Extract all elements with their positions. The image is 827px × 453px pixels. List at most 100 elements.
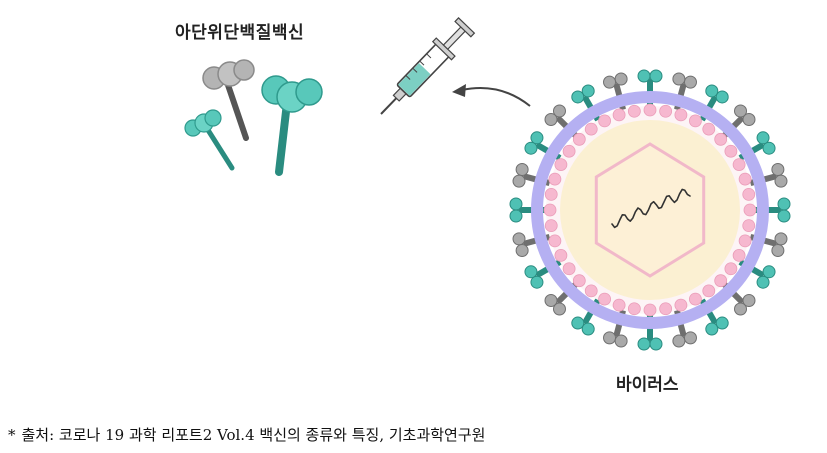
- spike-head: [530, 275, 544, 289]
- spike-head: [734, 302, 748, 316]
- virus-icon: [509, 69, 791, 351]
- membrane-bead: [612, 298, 626, 312]
- membrane-bead: [598, 114, 612, 128]
- spike-head: [515, 243, 529, 257]
- protein-subunit-icon: [184, 59, 323, 176]
- spike-head: [552, 302, 566, 316]
- spike-head: [581, 84, 595, 98]
- membrane-bead: [702, 122, 716, 136]
- membrane-bead: [724, 144, 738, 158]
- membrane-bead: [627, 104, 641, 118]
- spike-head: [571, 90, 585, 104]
- membrane-bead: [732, 248, 746, 262]
- spike-head: [637, 69, 651, 83]
- spike-head: [544, 294, 558, 308]
- spike-head: [734, 104, 748, 118]
- membrane-bead: [554, 158, 568, 172]
- membrane-bead: [548, 234, 562, 248]
- membrane-bead: [714, 132, 728, 146]
- spike-head: [515, 163, 529, 177]
- membrane-bead: [572, 132, 586, 146]
- membrane-bead: [562, 144, 576, 158]
- caption-text: 출처: 코로나 19 과학 리포트2 Vol.4 백신의 종류와 특징, 기초과…: [21, 426, 486, 444]
- membrane-bead: [659, 302, 673, 316]
- spike-head: [683, 75, 697, 89]
- spike-head: [771, 163, 785, 177]
- membrane-bead: [742, 187, 756, 201]
- spike-head: [705, 322, 719, 336]
- spike-head: [552, 104, 566, 118]
- membrane-bead: [674, 298, 688, 312]
- membrane-bead: [643, 103, 657, 117]
- spike-head: [571, 316, 585, 330]
- spike-head: [774, 174, 788, 188]
- spike-head: [742, 112, 756, 126]
- membrane-bead: [659, 104, 673, 118]
- membrane-bead: [688, 114, 702, 128]
- membrane-bead: [738, 172, 752, 186]
- arrow-icon: [452, 84, 531, 107]
- membrane-bead: [732, 158, 746, 172]
- spike-head: [715, 316, 729, 330]
- caption-marker: *: [8, 426, 16, 444]
- membrane-bead: [584, 122, 598, 136]
- spike-head: [777, 197, 791, 211]
- membrane-bead: [572, 274, 586, 288]
- spike-head: [581, 322, 595, 336]
- spike-head: [649, 69, 663, 83]
- spike-head: [742, 294, 756, 308]
- spike-head: [524, 265, 538, 279]
- spike-head: [705, 84, 719, 98]
- rna-icon: [611, 188, 691, 229]
- spike-head: [756, 275, 770, 289]
- spike-head: [512, 232, 526, 246]
- membrane-bead: [598, 292, 612, 306]
- spike-head: [509, 197, 523, 211]
- membrane-bead: [643, 303, 657, 317]
- membrane-bead: [688, 292, 702, 306]
- spike-head: [762, 265, 776, 279]
- spike-head: [774, 232, 788, 246]
- spike-head: [637, 337, 651, 351]
- spike-head: [614, 334, 628, 348]
- spike-head: [524, 141, 538, 155]
- vaccine-label: 아단위단백질백신: [175, 23, 305, 43]
- spike-head: [715, 90, 729, 104]
- membrane-bead: [548, 172, 562, 186]
- membrane-bead: [554, 248, 568, 262]
- membrane-bead: [742, 219, 756, 233]
- membrane-bead: [724, 262, 738, 276]
- source-caption: * 출처: 코로나 19 과학 리포트2 Vol.4 백신의 종류와 특징, 기초…: [8, 424, 491, 445]
- membrane-bead: [674, 108, 688, 122]
- spike-head: [603, 331, 617, 345]
- spike-head: [603, 75, 617, 89]
- membrane-bead: [584, 284, 598, 298]
- spike-head: [777, 209, 791, 223]
- membrane-bead: [702, 284, 716, 298]
- spike-head: [512, 174, 526, 188]
- membrane-bead: [743, 203, 757, 217]
- membrane-bead: [627, 302, 641, 316]
- membrane-bead: [543, 203, 557, 217]
- spike-head: [672, 72, 686, 86]
- spike-head: [530, 131, 544, 145]
- virus-membrane: [531, 91, 769, 329]
- spike-head: [544, 112, 558, 126]
- spike-head: [771, 243, 785, 257]
- membrane-bead: [714, 274, 728, 288]
- spike-head: [672, 334, 686, 348]
- virus-label: 바이러스: [616, 375, 679, 395]
- membrane-bead: [612, 108, 626, 122]
- membrane-bead: [562, 262, 576, 276]
- spike-head: [649, 337, 663, 351]
- spike-head: [756, 131, 770, 145]
- membrane-bead: [544, 219, 558, 233]
- spike-head: [614, 72, 628, 86]
- capsid-icon: [594, 142, 706, 278]
- spike-head: [683, 331, 697, 345]
- syringe-icon: [380, 17, 476, 115]
- spike-head: [509, 209, 523, 223]
- membrane-bead: [544, 187, 558, 201]
